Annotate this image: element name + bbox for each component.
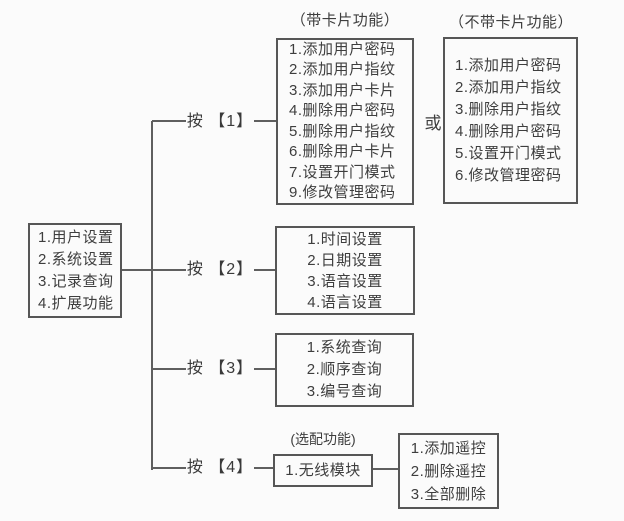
trunk-line — [151, 121, 153, 470]
no-card-function-menu-box: 1.添加用户密码 2.添加用户指纹 3.删除用户指纹 4.删除用户密码 5.设置… — [443, 37, 578, 204]
menu-item: 3.删除用户指纹 — [455, 100, 562, 118]
menu-item: 1.用户设置 — [38, 228, 114, 246]
press-key-3-label: 按 【3】 — [186, 358, 254, 380]
menu-item: 2.系统设置 — [38, 250, 114, 268]
menu-item: 9.修改管理密码 — [289, 184, 396, 201]
menu-item: 3.记录查询 — [38, 272, 114, 290]
menu-item: 2.添加用户指纹 — [455, 78, 562, 96]
menu-item: 1.无线模块 — [285, 462, 361, 479]
menu-item: 1.时间设置 — [307, 230, 383, 248]
menu-item: 1.添加用户密码 — [289, 40, 396, 58]
menu-item: 2.日期设置 — [307, 251, 383, 269]
menu-item: 3.编号查询 — [306, 383, 383, 400]
optional-function-label: (选配功能) — [290, 431, 356, 447]
menu-item: 4.删除用户密码 — [455, 122, 562, 140]
system-settings-menu-box: 1.时间设置 2.日期设置 3.语音设置 4.语言设置 — [275, 226, 415, 315]
menu-item: 6.删除用户卡片 — [289, 143, 396, 160]
press-key-2-label: 按 【2】 — [186, 259, 254, 281]
record-query-menu-box: 1.系统查询 2.顺序查询 3.编号查询 — [275, 333, 414, 407]
menu-item: 4.删除用户密码 — [289, 102, 396, 119]
menu-item: 3.语音设置 — [307, 272, 383, 290]
menu-item: 7.设置开门模式 — [289, 163, 396, 181]
press-key-1-label: 按 【1】 — [186, 111, 254, 133]
remote-control-menu-box: 1.添加遥控 2.删除遥控 3.全部删除 — [398, 433, 499, 509]
menu-item: 3.全部删除 — [410, 485, 487, 503]
menu-item: 2.顺序查询 — [306, 361, 383, 378]
press-key-4-label: 按 【4】 — [186, 457, 254, 479]
card-function-title: （带卡片功能） — [290, 12, 400, 29]
menu-item: 3.添加用户卡片 — [289, 81, 396, 99]
menu-item: 6.修改管理密码 — [455, 166, 562, 184]
no-card-function-title: （不带卡片功能） — [448, 14, 573, 31]
menu-item: 1.添加用户密码 — [455, 56, 562, 74]
main-menu-box: 1.用户设置 2.系统设置 3.记录查询 4.扩展功能 — [28, 223, 122, 318]
menu-item: 1.添加遥控 — [410, 439, 487, 457]
menu-item: 1.系统查询 — [306, 339, 383, 356]
menu-item: 5.设置开门模式 — [455, 144, 562, 162]
menu-item: 5.删除用户指纹 — [289, 122, 396, 140]
or-label: 或 — [424, 114, 442, 133]
wireless-module-box: 1.无线模块 — [273, 454, 373, 487]
menu-item: 2.删除遥控 — [410, 462, 487, 480]
menu-item: 4.扩展功能 — [38, 294, 114, 312]
menu-item: 2.添加用户指纹 — [289, 61, 396, 78]
card-function-menu-box: 1.添加用户密码 2.添加用户指纹 3.添加用户卡片 4.删除用户密码 5.删除… — [276, 38, 414, 205]
wireless-to-remote-line — [372, 468, 398, 470]
menu-item: 4.语言设置 — [307, 293, 383, 311]
